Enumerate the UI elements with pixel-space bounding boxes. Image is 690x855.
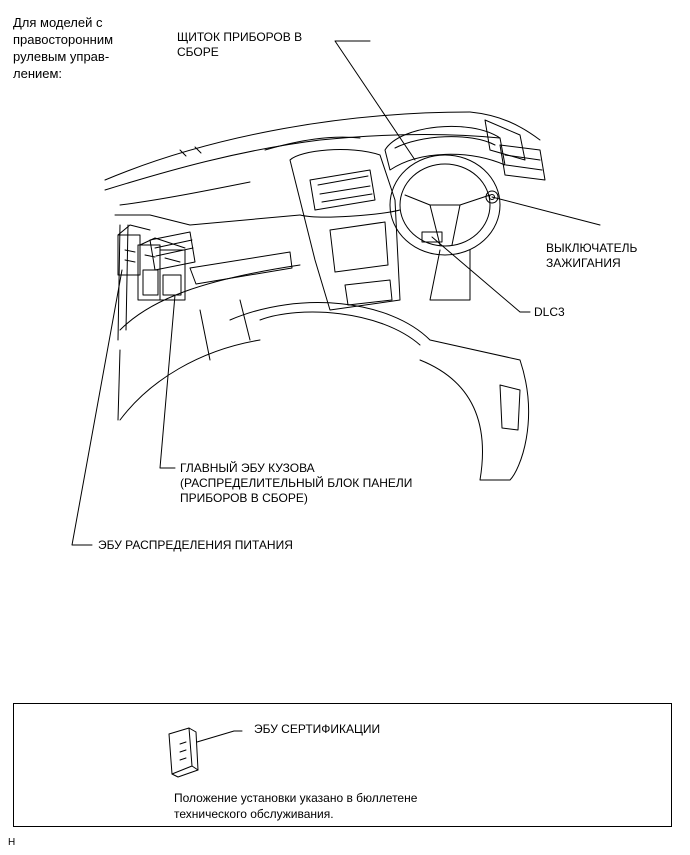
certification-note: Положение установки указано в бюллетене … <box>174 790 417 822</box>
label-power-distribution-ecu: ЭБУ РАСПРЕДЕЛЕНИЯ ПИТАНИЯ <box>98 538 293 552</box>
label-main-body-ecu: ГЛАВНЫЙ ЭБУ КУЗОВА (РАСПРЕДЕЛИТЕЛЬНЫЙ БЛ… <box>180 461 412 506</box>
windshield-edge <box>104 111 471 181</box>
label-main-body-ecu-line-1: ГЛАВНЫЙ ЭБУ КУЗОВА <box>180 461 315 475</box>
note-line-4: лением: <box>13 66 63 81</box>
leader-power-ecu <box>71 269 123 546</box>
label-ignition-switch-line-1: ВЫКЛЮЧАТЕЛЬ <box>546 241 638 255</box>
label-instrument-cluster-line-1: ЩИТОК ПРИБОРОВ В <box>177 30 303 44</box>
label-ignition-switch-line-2: ЗАЖИГАНИЯ <box>546 256 621 270</box>
label-certification-ecu: ЭБУ СЕРТИФИКАЦИИ <box>254 722 381 736</box>
note-line-1: Для моделей с <box>13 15 103 30</box>
note-line-2: правосторонним <box>13 32 114 47</box>
seat <box>229 302 530 481</box>
dash-top <box>104 133 501 191</box>
cluster-hood <box>384 125 506 171</box>
figure-code: H <box>8 837 16 848</box>
certification-note-line-2: технического обслуживания. <box>174 807 334 821</box>
dashboard-illustration <box>71 40 601 546</box>
glovebox <box>189 251 293 285</box>
dlc3-connector <box>421 231 443 243</box>
leader-certification <box>196 730 243 743</box>
center-console <box>289 149 401 311</box>
note-line-3: рулевым управ- <box>13 49 110 64</box>
label-instrument-cluster-line-2: СБОРЕ <box>177 45 219 59</box>
ignition-switch-part <box>485 190 499 204</box>
leader-body-ecu <box>159 294 176 469</box>
label-main-body-ecu-line-3: ПРИБОРОВ В СБОРЕ) <box>180 491 308 505</box>
steering-wheel <box>389 154 501 256</box>
note-rhd-models: Для моделей с правосторонним рулевым упр… <box>13 14 113 82</box>
certification-ecu-illustration <box>168 727 243 778</box>
certification-ecu-box: ЭБУ СЕРТИФИКАЦИИ Положение установки ука… <box>13 703 672 827</box>
label-dlc3: DLC3 <box>534 305 565 319</box>
ecu-cluster <box>117 224 186 301</box>
certification-note-line-1: Положение установки указано в бюллетене <box>174 791 418 805</box>
label-instrument-cluster: ЩИТОК ПРИБОРОВ В СБОРЕ <box>177 30 302 60</box>
leader-dlc3 <box>431 236 531 313</box>
label-ignition-switch: ВЫКЛЮЧАТЕЛЬ ЗАЖИГАНИЯ <box>546 241 637 271</box>
leader-cluster <box>334 40 416 161</box>
label-main-body-ecu-line-2: (РАСПРЕДЕЛИТЕЛЬНЫЙ БЛОК ПАНЕЛИ <box>180 476 413 490</box>
leader-ignition <box>491 196 601 226</box>
